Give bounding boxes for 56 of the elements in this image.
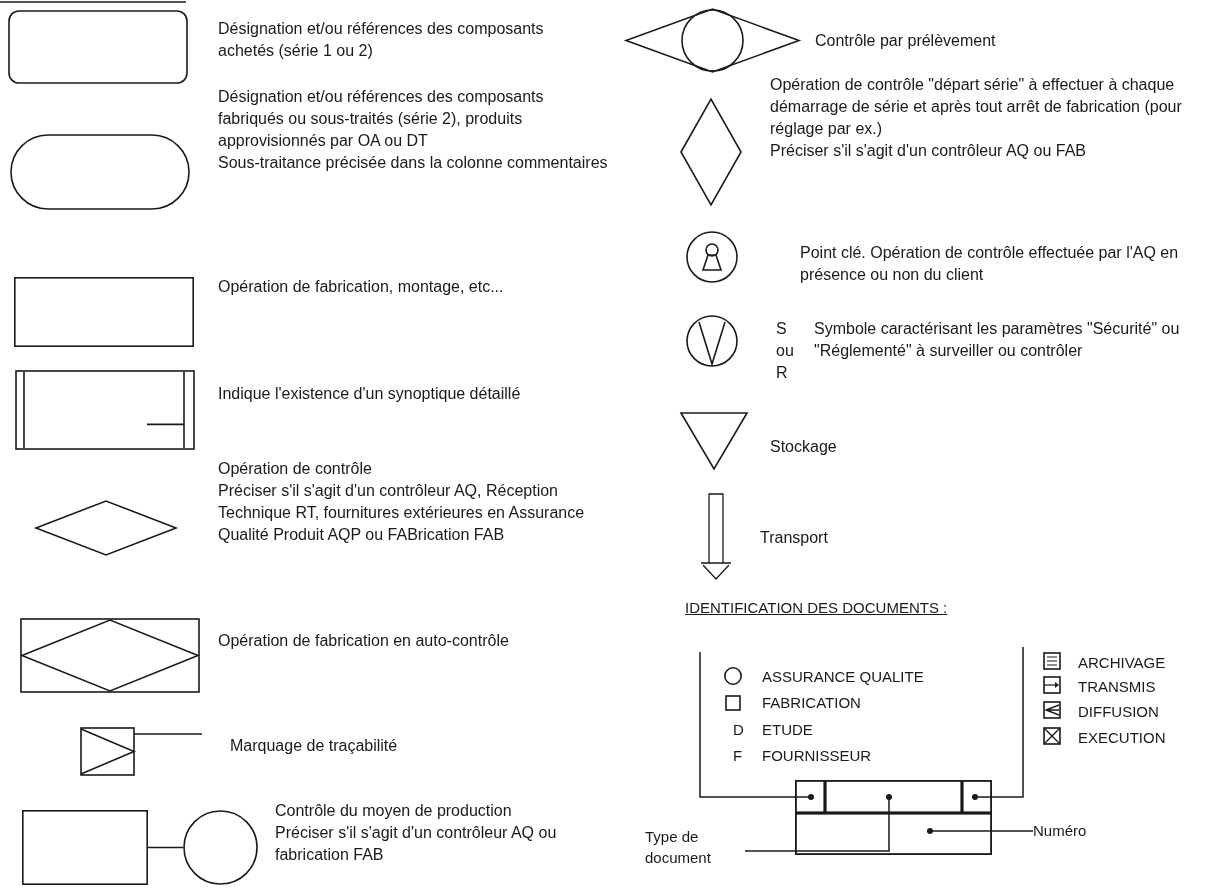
transport-arrow-symbol: [698, 493, 734, 581]
callout-text: Type de document: [645, 826, 745, 876]
marking-symbol: [80, 727, 202, 776]
document-type-label: FABRICATION: [762, 693, 861, 713]
document-type-label: FOURNISSEUR: [762, 746, 872, 766]
symbol-description: Symbole caractérisant les paramètres "Sécurité" ou "Réglementé" à surveiller ou contrôler: [814, 319, 1181, 361]
symbol-description: Contrôle du moyen de production: [275, 801, 513, 821]
document-type-label: DIFFUSION: [1078, 702, 1159, 722]
symbol-description: Préciser s'il s'agit d'un contrôleur AQ ou FAB: [770, 141, 1087, 161]
code-cell: [962, 780, 992, 813]
callout-text: Numéro: [1033, 820, 1103, 842]
document-type-label: ETUDE: [762, 720, 813, 740]
symbol-description: Opération de contrôle: [218, 459, 373, 479]
symbol-description: Préciser s'il s'agit d'un contrôleur AQ, Réception Technique RT, fournitures extérieures en Assurance Qualité Produit AQP ou FABrication FAB: [218, 481, 586, 545]
leader-line: [744, 794, 892, 852]
diamond-symbol: [35, 500, 177, 556]
symbol-description: Désignation et/ou références des composants fabriqués ou sous-traités (série 2), produits approvisionnés par OA ou DT: [218, 87, 545, 151]
leader-line: [699, 651, 814, 800]
rect-symbol: [22, 810, 148, 885]
symbol-code-letter: ou: [776, 341, 794, 361]
connector-line: [147, 846, 184, 849]
symbol-description: Opération de contrôle "départ série" à effectuer à chaque démarrage de série et après tout arrêt de fabrication (pour réglage par ex.): [770, 75, 1183, 139]
symbol-description: Contrôle par prélèvement: [815, 31, 997, 51]
document-type-label: ASSURANCE QUALITE: [762, 667, 924, 687]
symbol-description: Marquage de traçabilité: [230, 736, 399, 756]
code-cell: [825, 780, 962, 813]
leader-line: [972, 646, 1024, 800]
document-type-label: EXECUTION: [1078, 728, 1166, 748]
symbol-description: Préciser s'il s'agit d'un contrôleur AQ ou fabrication FAB: [275, 823, 558, 865]
symbol-description: Point clé. Opération de contrôle effectuée par l'AQ en présence ou non du client: [800, 243, 1180, 285]
symbol-description: Désignation et/ou références des composants achetés (série 1 ou 2): [218, 19, 545, 61]
document-type-label: ARCHIVAGE: [1078, 653, 1166, 673]
symbol-description: Opération de fabrication, montage, etc...: [218, 277, 505, 297]
section-heading: IDENTIFICATION DES DOCUMENTS :: [685, 598, 948, 618]
symbol-description: Sous-traitance précisée dans la colonne commentaires: [218, 153, 609, 173]
keyhole-circle-symbol: [686, 231, 738, 283]
rect-symbol: [14, 277, 194, 347]
v-circle-symbol: [686, 315, 738, 367]
diamond-symbol: [680, 98, 742, 206]
code-cell: [795, 780, 825, 813]
leader-line: [927, 828, 1034, 834]
document-type-label: TRANSMIS: [1078, 677, 1156, 697]
code-cell: [795, 813, 992, 855]
symbol-code-letter: S: [776, 319, 787, 339]
symbol-code-letter: R: [776, 363, 788, 383]
symbol-description: Stockage: [770, 437, 838, 457]
rounded-rect-symbol: [8, 10, 188, 84]
circle-symbol: [183, 810, 258, 885]
symbol-description: Opération de fabrication en auto-contrôle: [218, 631, 510, 651]
double-sided-rect-symbol: [15, 370, 195, 450]
triangle-symbol: [680, 412, 748, 470]
code-letter: F: [733, 746, 743, 766]
code-letter: D: [733, 720, 744, 740]
symbol-description: Indique l'existence d'un synoptique détaillé: [218, 384, 522, 404]
rect-diamond-symbol: [20, 618, 200, 693]
symbol-description: Transport: [760, 528, 829, 548]
